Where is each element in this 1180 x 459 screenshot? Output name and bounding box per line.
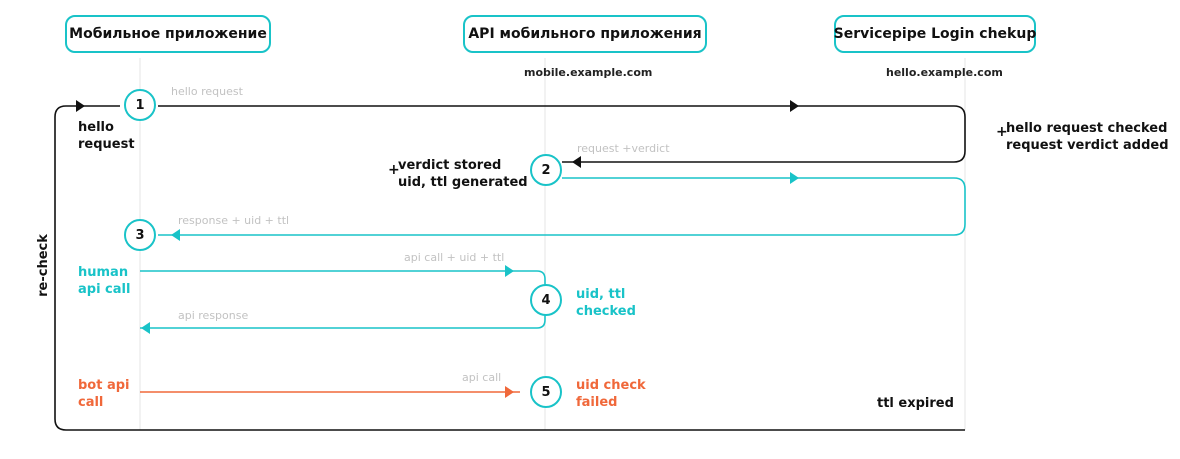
- arrow-hello-request: [158, 105, 966, 163]
- step-4: 4: [530, 284, 562, 316]
- actor-mobile-app: Мобильное приложение: [65, 15, 271, 53]
- note-line: checked: [576, 304, 636, 319]
- note-line: request verdict added: [1006, 138, 1169, 153]
- note-line: request: [78, 137, 135, 152]
- note-line: uid, ttl generated: [398, 175, 528, 190]
- message-hello-request: hello request: [171, 85, 243, 98]
- message-api-response: api response: [178, 309, 249, 322]
- arrowhead-api-call: [505, 265, 514, 277]
- arrowhead-request-verdict: [572, 156, 581, 168]
- step-3: 3: [124, 219, 156, 251]
- note-line: verdict stored: [398, 158, 502, 173]
- note-hello-request: hello request: [78, 119, 135, 153]
- message-response-uid-ttl: response + uid + ttl: [178, 214, 290, 227]
- step-5: 5: [530, 376, 562, 408]
- note-uid-ttl-checked: uid, ttl checked: [576, 286, 636, 320]
- note-line: failed: [576, 395, 618, 410]
- note-ttl-expired: ttl expired: [877, 396, 954, 411]
- loop-entry-arrowhead: [76, 100, 85, 112]
- note-line: hello request checked: [1006, 121, 1168, 136]
- note-line: human: [78, 265, 129, 280]
- note-line: bot api: [78, 378, 130, 393]
- arrowhead-bot-api-call: [505, 386, 514, 398]
- recheck-loop-frame: [54, 105, 965, 431]
- plus-sign-login-check: +: [996, 124, 1008, 140]
- note-line: uid check: [576, 378, 646, 393]
- arrowhead-response: [171, 229, 180, 241]
- note-human-api-call: human api call: [78, 264, 130, 298]
- plus-sign-verdict: +: [388, 162, 400, 178]
- arrowhead-hello-request: [790, 100, 799, 112]
- arrow-response-uid-ttl: [158, 177, 966, 236]
- step-2: 2: [530, 154, 562, 186]
- arrowhead-api-response: [141, 322, 150, 334]
- note-login-check: hello request checked request verdict ad…: [1006, 120, 1169, 154]
- message-api-call: api call: [462, 371, 502, 384]
- message-request-verdict: request +verdict: [577, 142, 670, 155]
- step-1: 1: [124, 89, 156, 121]
- actor-login-checkup: Servicepipe Login chekup: [834, 15, 1036, 53]
- note-line: call: [78, 395, 104, 410]
- note-uid-check-failed: uid check failed: [576, 377, 646, 411]
- note-line: hello: [78, 120, 114, 135]
- message-api-call-uid-ttl: api call + uid + ttl: [404, 251, 505, 264]
- note-line: uid, ttl: [576, 287, 626, 302]
- arrowhead-teal-forward: [790, 172, 799, 184]
- note-line: api call: [78, 282, 131, 297]
- loop-label-recheck: re-check: [35, 234, 51, 297]
- host-mobile-api: mobile.example.com: [524, 66, 653, 79]
- host-login-checkup: hello.example.com: [886, 66, 1003, 79]
- note-bot-api-call: bot api call: [78, 377, 130, 411]
- note-verdict-stored: verdict stored uid, ttl generated: [398, 157, 528, 191]
- actor-mobile-api: API мобильного приложения: [463, 15, 707, 53]
